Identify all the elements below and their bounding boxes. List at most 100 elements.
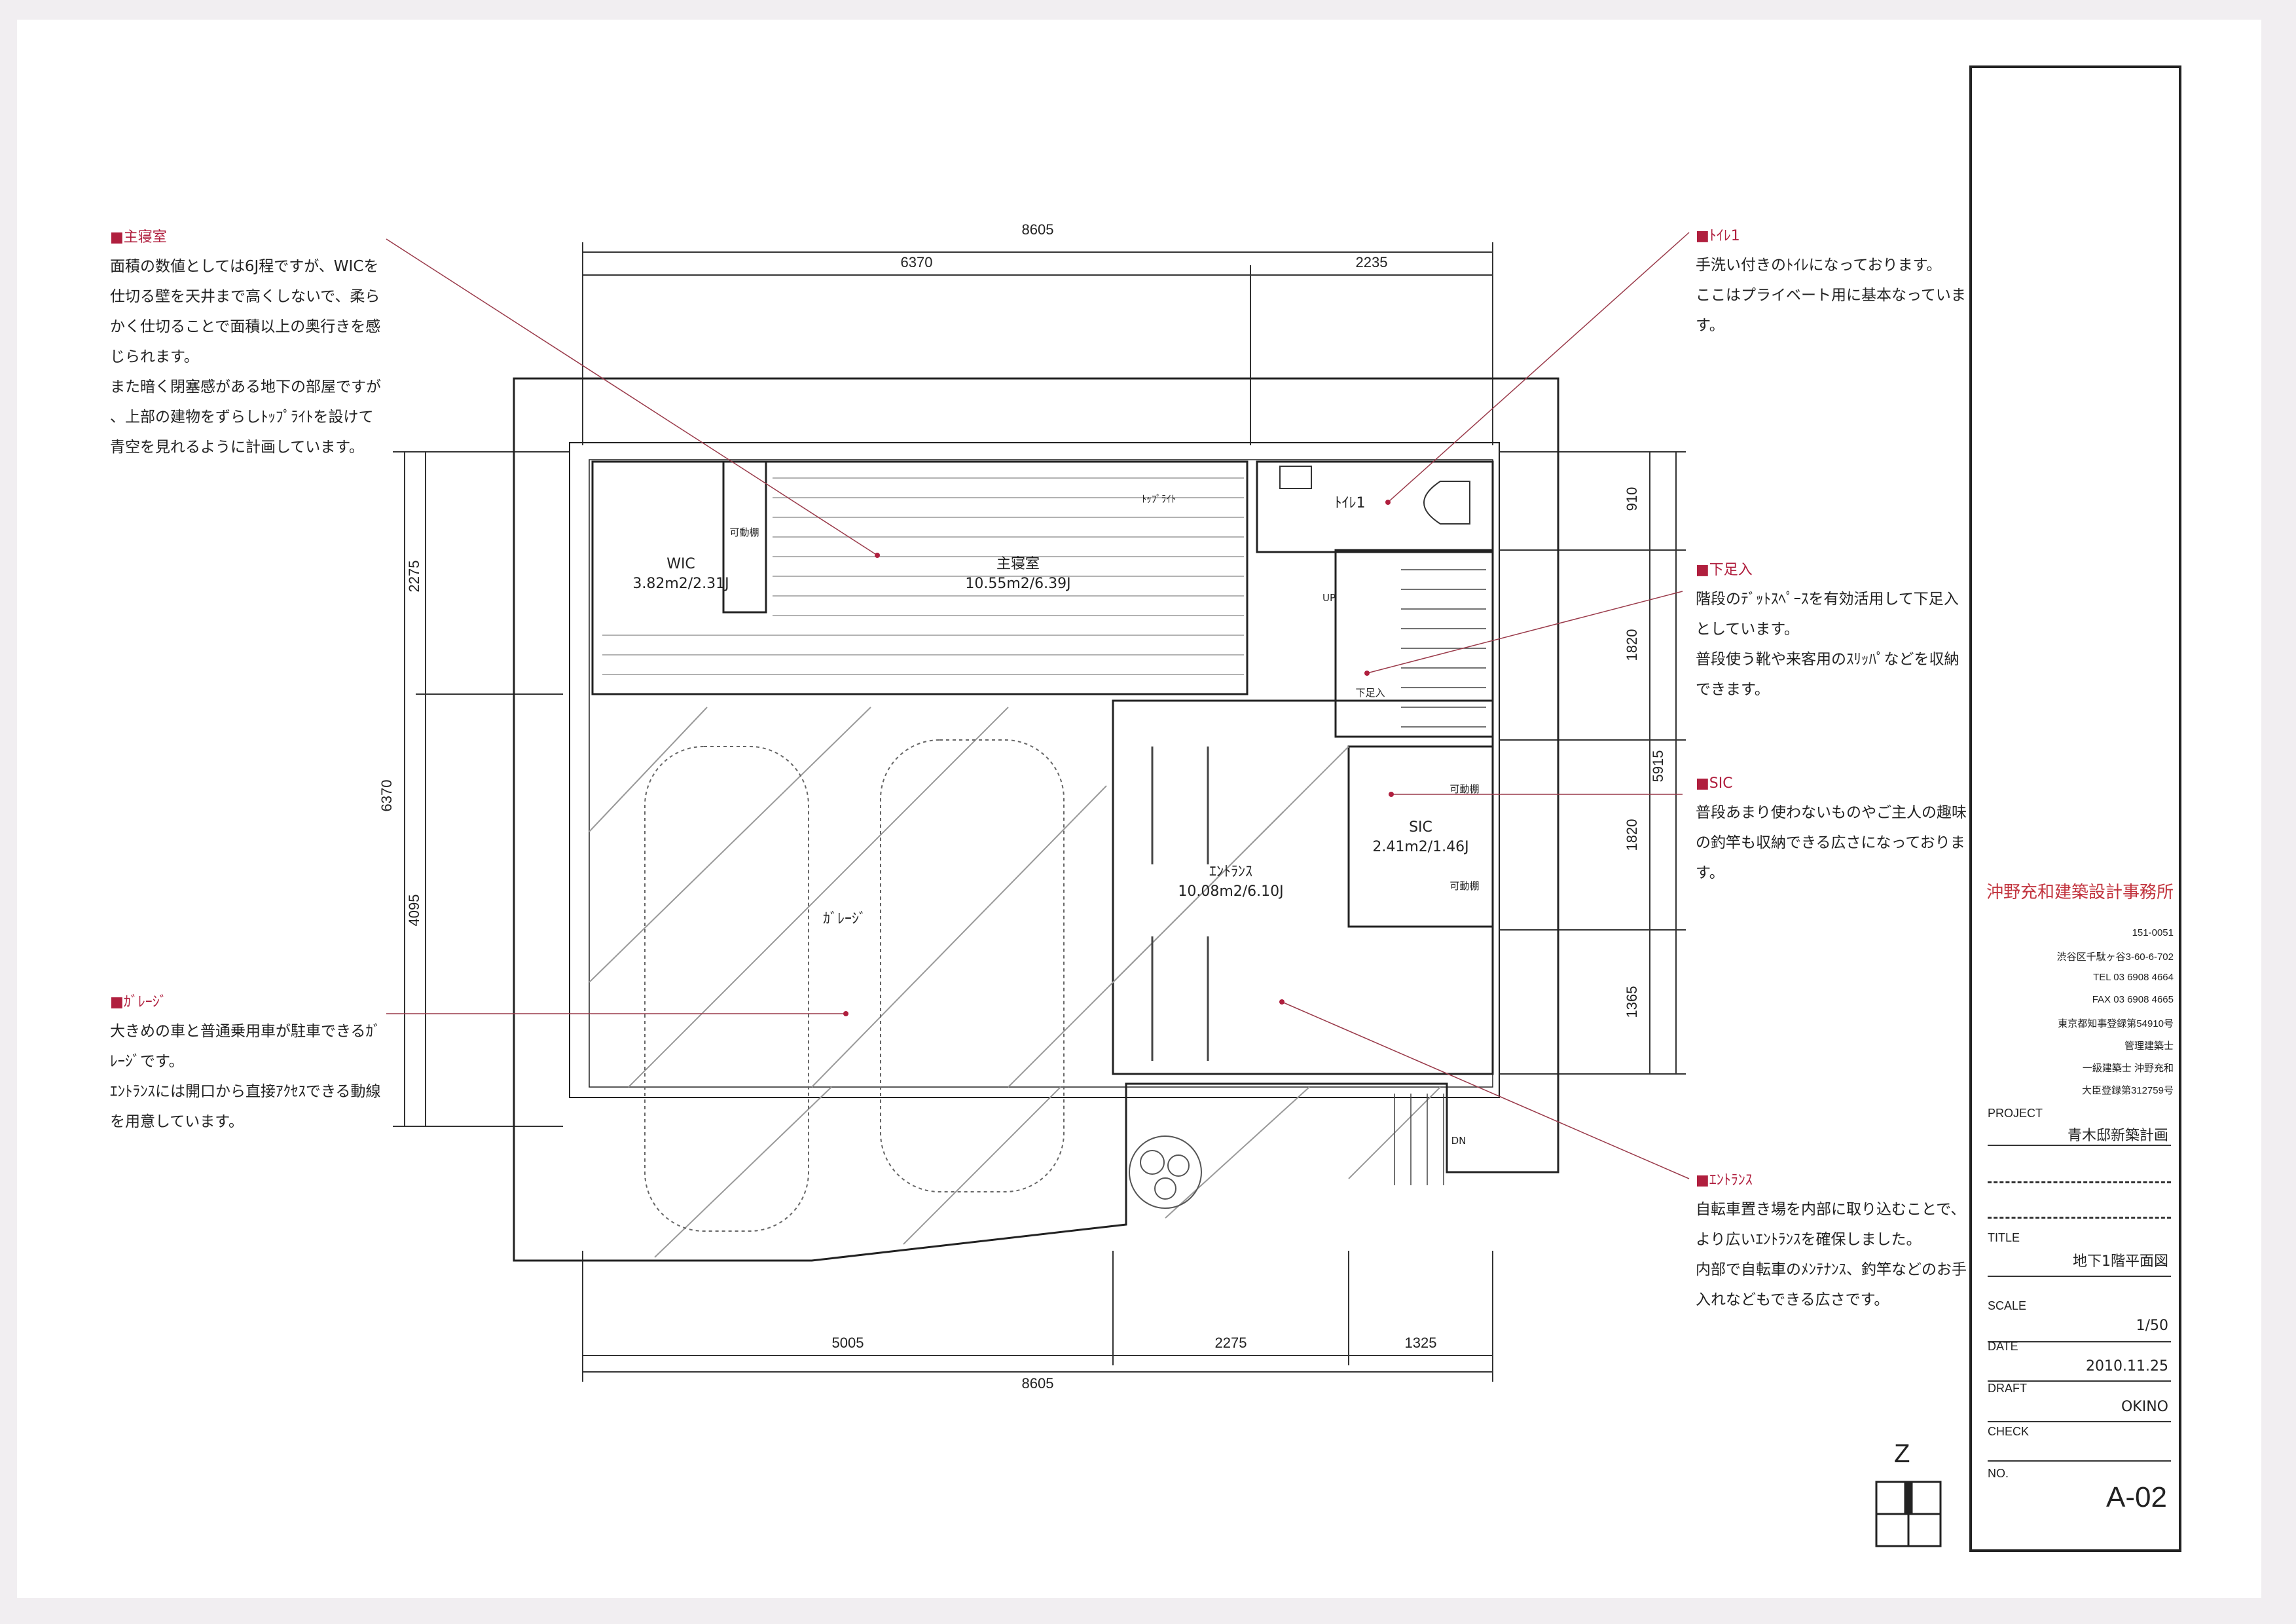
dim-right-c: 1820 bbox=[1624, 819, 1640, 851]
scale-value: 1/50 bbox=[2136, 1318, 2168, 1334]
firm-address-line: 東京都知事登録第54910号 bbox=[2058, 1018, 2174, 1029]
note-line: 大きめの車と普通乗用車が駐車できるｶﾞ bbox=[110, 1023, 381, 1040]
firm-address-line: 151-0051 bbox=[2132, 927, 2174, 938]
note-line: 普段使う靴や来客用のｽﾘｯﾊﾟなどを収納 bbox=[1696, 651, 1959, 668]
room-wic-name: WIC bbox=[666, 556, 695, 572]
firm-name: 沖野充和建築設計事務所 bbox=[1986, 883, 2174, 902]
tb-divider bbox=[1988, 1380, 2171, 1382]
note-line: 入れなどもできる広さです。 bbox=[1696, 1291, 1889, 1308]
dim-left-a: 2275 bbox=[406, 561, 422, 593]
dim-top-left: 6370 bbox=[901, 254, 933, 270]
north-label: Z bbox=[1894, 1439, 1910, 1468]
note-line: す。 bbox=[1696, 317, 1724, 334]
leader-lines bbox=[386, 232, 1690, 1179]
note-line: 普段あまり使わないものやご主人の趣味 bbox=[1696, 804, 1967, 821]
tb-divider bbox=[1988, 1145, 2171, 1146]
car-outlines bbox=[644, 739, 1065, 1232]
note-garage: ■ｶﾞﾚｰｼﾞ 大きめの車と普通乗用車が駐車できるｶﾞ ﾚｰｼﾞです。 ｴﾝﾄﾗ… bbox=[110, 993, 418, 1137]
north-arrow-icon bbox=[1875, 1481, 1942, 1547]
room-entrance-area: 10.08m2/6.10J bbox=[1178, 883, 1283, 900]
project-value: 青木邸新築計画 bbox=[2067, 1128, 2168, 1144]
note-line: 階段のﾃﾞｯﾄｽﾍﾟｰｽを有効活用して下足入 bbox=[1696, 591, 1959, 608]
scale-label: SCALE bbox=[1988, 1299, 2027, 1312]
tb-divider bbox=[1988, 1421, 2171, 1422]
title-label: TITLE bbox=[1988, 1231, 2020, 1244]
firm-address-line: TEL 03 6908 4664 bbox=[2093, 972, 2174, 983]
tb-divider bbox=[1988, 1276, 2171, 1277]
note-shoe-storage-heading: ■下足入 bbox=[1696, 562, 1753, 578]
tb-divider bbox=[1988, 1341, 2171, 1342]
note-line: を用意しています。 bbox=[110, 1113, 244, 1130]
firm-address-line: FAX 03 6908 4665 bbox=[2092, 994, 2174, 1005]
floorboard-lines bbox=[602, 477, 1244, 675]
dim-right-total: 5915 bbox=[1650, 750, 1666, 783]
note-line: また暗く閉塞感がある地下の部屋ですが bbox=[110, 378, 381, 396]
note-line: 内部で自転車のﾒﾝﾃﾅﾝｽ、釣竿などのお手 bbox=[1696, 1261, 1967, 1278]
stairs bbox=[1394, 569, 1486, 1185]
note-line: じられます。 bbox=[110, 348, 199, 365]
note-line: す。 bbox=[1696, 864, 1724, 881]
no-label: NO. bbox=[1988, 1467, 2009, 1480]
note-line: より広いｴﾝﾄﾗﾝｽを確保しました。 bbox=[1696, 1231, 1922, 1248]
date-value: 2010.11.25 bbox=[2086, 1358, 2168, 1375]
stair-dn-label: DN bbox=[1451, 1135, 1467, 1147]
note-line: 青空を見れるように計画しています。 bbox=[110, 439, 365, 456]
dim-bottom-total: 8605 bbox=[1022, 1375, 1054, 1392]
date-label: DATE bbox=[1988, 1340, 2018, 1353]
leader-dots bbox=[843, 500, 1394, 1016]
note-garage-heading: ■ｶﾞﾚｰｼﾞ bbox=[110, 994, 167, 1010]
note-line: ここはプライベート用に基本なっていま bbox=[1696, 287, 1966, 304]
firm-address-line: 渋谷区千駄ヶ谷3-60-6-702 bbox=[2056, 951, 2174, 963]
project-label: PROJECT bbox=[1988, 1107, 2043, 1120]
drawing-number: A-02 bbox=[2106, 1481, 2167, 1513]
room-shoe: 下足入 bbox=[1355, 687, 1385, 699]
note-line: としています。 bbox=[1696, 621, 1800, 638]
room-entrance-name: ｴﾝﾄﾗﾝｽ bbox=[1209, 864, 1252, 880]
bicycles bbox=[1151, 747, 1209, 1061]
check-label: CHECK bbox=[1988, 1425, 2030, 1438]
plant-icon bbox=[1129, 1135, 1202, 1209]
dim-right-b: 1820 bbox=[1624, 629, 1640, 661]
draft-value: OKINO bbox=[2121, 1399, 2168, 1415]
room-master-name: 主寝室 bbox=[996, 556, 1040, 572]
stair-up-label: UP bbox=[1322, 592, 1336, 604]
note-line: かく仕切ることで面積以上の奥行きを感 bbox=[110, 318, 381, 335]
tb-dashed-divider bbox=[1988, 1181, 2171, 1183]
dim-left-total: 6370 bbox=[378, 780, 395, 812]
room-sic-area: 2.41m2/1.46J bbox=[1372, 839, 1468, 855]
room-wic-area: 3.82m2/2.31J bbox=[632, 576, 729, 592]
dim-top-right: 2235 bbox=[1356, 254, 1388, 270]
title-value: 地下1階平面図 bbox=[2073, 1253, 2168, 1270]
room-master-area: 10.55m2/6.39J bbox=[965, 576, 1070, 592]
dim-left-b: 4095 bbox=[406, 895, 422, 927]
note-toilet: ■ﾄｲﾚ1 手洗い付きのﾄｲﾚになっております。 ここはプライベート用に基本なっ… bbox=[1696, 227, 2003, 341]
dim-right-a: 910 bbox=[1624, 487, 1640, 511]
dim-bottom-c: 1325 bbox=[1405, 1335, 1437, 1351]
firm-address-line: 管理建築士 bbox=[2124, 1041, 2174, 1052]
room-garage: ｶﾞﾚｰｼﾞ bbox=[823, 911, 866, 927]
note-line: 、上部の建物をずらしﾄｯﾌﾟﾗｲﾄを設けて bbox=[110, 409, 374, 426]
note-line: 自転車置き場を内部に取り込むことで、 bbox=[1696, 1201, 1966, 1218]
dimension-lines bbox=[393, 242, 1686, 1382]
note-line: できます。 bbox=[1696, 681, 1770, 698]
room-sic-name: SIC bbox=[1409, 819, 1432, 836]
drawing-sheet bbox=[17, 20, 2261, 1598]
title-block bbox=[1969, 65, 2181, 1552]
toilet-icon bbox=[1279, 466, 1470, 525]
shelf-label-1: 可動棚 bbox=[729, 526, 759, 538]
garage-hatching bbox=[589, 707, 1441, 1258]
note-line: の釣竿も収納できる広さになっておりま bbox=[1696, 834, 1965, 851]
dim-bottom-b: 2275 bbox=[1215, 1335, 1247, 1351]
note-sic-heading: ■SIC bbox=[1696, 775, 1733, 792]
note-line: 面積の数値としては6J程ですが、WICを bbox=[110, 258, 379, 275]
note-toilet-heading: ■ﾄｲﾚ1 bbox=[1696, 228, 1740, 244]
note-line: 手洗い付きのﾄｲﾚになっております。 bbox=[1696, 257, 1942, 274]
note-entrance-heading: ■ｴﾝﾄﾗﾝｽ bbox=[1696, 1172, 1753, 1189]
dim-top-total: 8605 bbox=[1022, 221, 1054, 238]
note-line: ﾚｰｼﾞです。 bbox=[110, 1053, 184, 1070]
note-master-bedroom: ■主寝室 面積の数値としては6J程ですが、WICを 仕切る壁を天井まで高くしない… bbox=[110, 228, 418, 462]
draft-label: DRAFT bbox=[1988, 1382, 2027, 1395]
note-sic: ■SIC 普段あまり使わないものやご主人の趣味 の釣竿も収納できる広さになってお… bbox=[1696, 774, 2003, 888]
note-entrance: ■ｴﾝﾄﾗﾝｽ 自転車置き場を内部に取り込むことで、 より広いｴﾝﾄﾗﾝｽを確保… bbox=[1696, 1171, 2003, 1315]
